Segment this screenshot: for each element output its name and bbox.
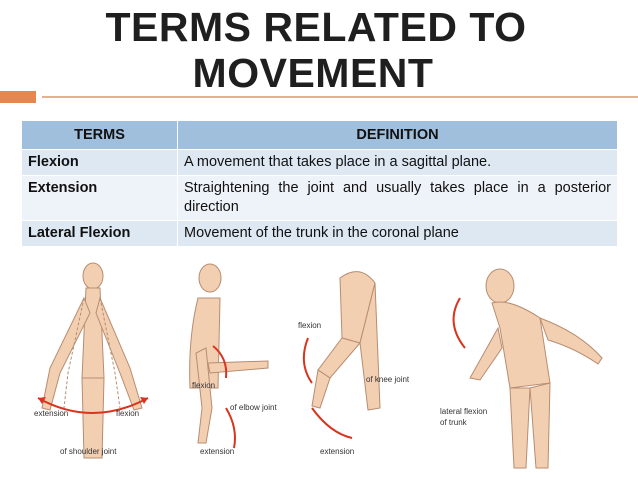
table-row: Lateral Flexion Movement of the trunk in…: [21, 220, 618, 247]
knee-caption: of knee joint: [366, 375, 410, 384]
accent-bar: [0, 91, 36, 103]
trunk-caption-line2: of trunk: [440, 418, 468, 427]
shoulder-figure: extension flexion of shoulder joint: [20, 258, 170, 473]
knee-flexion-label: flexion: [298, 321, 321, 330]
term-cell: Flexion: [21, 149, 178, 176]
shoulder-flexion-label: flexion: [116, 409, 139, 418]
knee-figure: flexion of knee joint extension: [290, 258, 415, 473]
table-header-row: TERMS DEFINITION: [21, 120, 618, 150]
trunk-figure: lateral flexion of trunk: [430, 258, 630, 473]
slide-title: TERMS RELATED TO MOVEMENT: [0, 4, 638, 96]
trunk-caption-line1: lateral flexion: [440, 407, 487, 416]
definition-cell: Straightening the joint and usually take…: [177, 175, 618, 221]
shoulder-caption: of shoulder joint: [60, 447, 117, 456]
header-definition: DEFINITION: [177, 120, 618, 150]
shoulder-extension-label: extension: [34, 409, 68, 418]
title-line-1: TERMS RELATED TO: [105, 4, 527, 50]
elbow-figure: flexion of elbow joint extension: [168, 258, 278, 473]
title-divider: [42, 96, 638, 98]
term-cell: Extension: [21, 175, 178, 221]
header-terms: TERMS: [21, 120, 178, 150]
table-row: Flexion A movement that takes place in a…: [21, 149, 618, 176]
definition-cell: Movement of the trunk in the coronal pla…: [177, 220, 618, 247]
title-line-2: MOVEMENT: [192, 50, 434, 96]
elbow-extension-label: extension: [200, 447, 234, 456]
knee-extension-label: extension: [320, 447, 354, 456]
definition-cell: A movement that takes place in a sagitta…: [177, 149, 618, 176]
table-row: Extension Straightening the joint and us…: [21, 175, 618, 221]
terms-table: TERMS DEFINITION Flexion A movement that…: [21, 120, 618, 247]
elbow-caption: of elbow joint: [230, 403, 277, 412]
term-cell: Lateral Flexion: [21, 220, 178, 247]
elbow-flexion-label: flexion: [192, 381, 215, 390]
